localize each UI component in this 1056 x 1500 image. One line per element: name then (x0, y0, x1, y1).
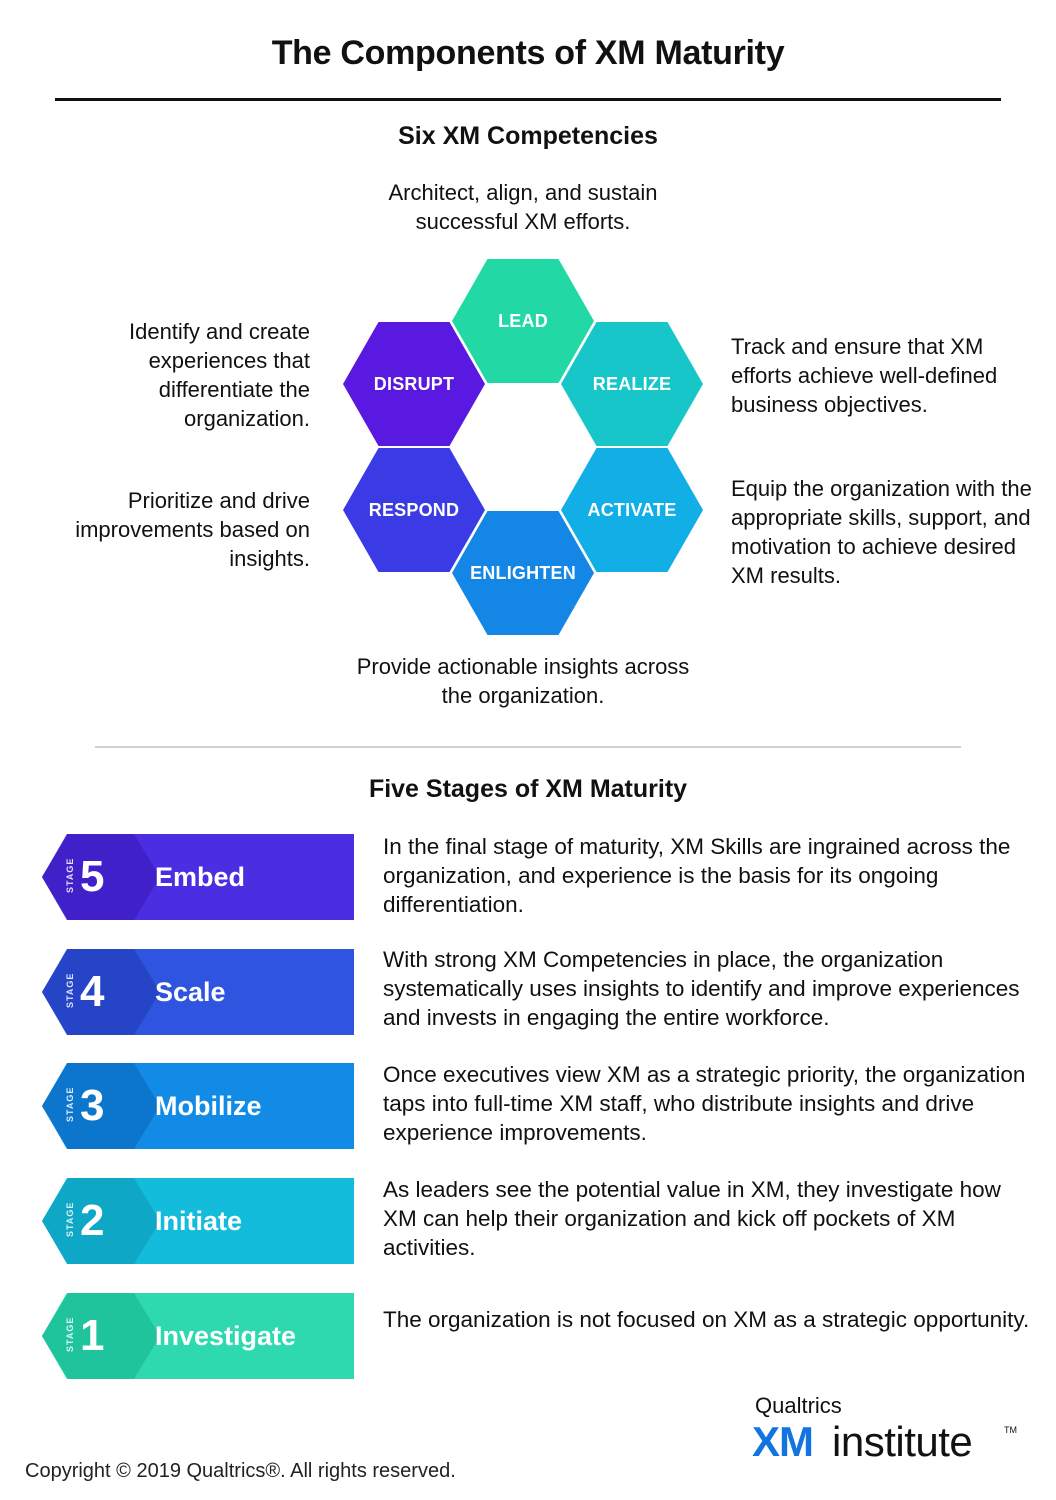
brand-xm: XM (752, 1418, 814, 1465)
stage-row-5: STAGE 5 Embed (42, 834, 354, 920)
stage-row-3: STAGE 3 Mobilize (42, 1063, 354, 1149)
stage-name: Investigate (155, 1321, 297, 1351)
disrupt-description: Identify and create experiences that dif… (128, 319, 310, 431)
lead-description: Architect, align, and sustain successful… (388, 180, 658, 234)
stage-number: 2 (80, 1196, 105, 1245)
hex-realize: REALIZE (561, 322, 703, 446)
hex-respond-label: RESPOND (368, 499, 460, 520)
stage-number: 3 (80, 1081, 105, 1130)
enlighten-description: Provide actionable insights across the o… (356, 654, 690, 708)
stage-name: Embed (155, 862, 246, 892)
stage-row-1: STAGE 1 Investigate (42, 1293, 354, 1379)
stage-name: Initiate (155, 1206, 243, 1236)
copyright: Copyright © 2019 Qualtrics®. All rights … (25, 1460, 456, 1482)
brand-qualtrics: Qualtrics (755, 1393, 842, 1418)
page-title: The Components of XM Maturity (271, 34, 785, 72)
activate-description: Equip the organization with the appropri… (731, 476, 1032, 588)
stage-row-2: STAGE 2 Initiate (42, 1178, 354, 1264)
section-divider (95, 746, 961, 748)
stage-number: 1 (80, 1311, 105, 1360)
stage-name: Mobilize (155, 1091, 262, 1121)
hex-lead-label: LEAD (498, 310, 548, 331)
stage-4-description: With strong XM Competencies in place, th… (383, 947, 1020, 1030)
respond-description: Prioritize and drive improvements based … (75, 488, 310, 571)
hex-disrupt-label: DISRUPT (373, 373, 455, 394)
stage-word: STAGE (65, 1201, 75, 1237)
stage-5-description: In the final stage of maturity, XM Skill… (383, 834, 1011, 917)
stage-word: STAGE (65, 1086, 75, 1122)
hex-realize-label: REALIZE (592, 373, 672, 394)
stage-number-badge (42, 1293, 160, 1379)
title-divider (55, 98, 1001, 101)
realize-description: Track and ensure that XM efforts achieve… (731, 334, 998, 417)
stage-number-badge (42, 834, 160, 920)
stages-heading: Five Stages of XM Maturity (368, 775, 688, 803)
brand-trademark: TM (1004, 1425, 1017, 1435)
stage-row-4: STAGE 4 Scale (42, 949, 354, 1035)
hex-activate: ACTIVATE (561, 448, 703, 572)
stage-number-badge (42, 1063, 160, 1149)
hex-enlighten-label: ENLIGHTEN (470, 562, 576, 583)
hex-enlighten: ENLIGHTEN (452, 511, 594, 635)
stage-word: STAGE (65, 972, 75, 1008)
stage-1-description: The organization is not focused on XM as… (383, 1307, 1030, 1332)
competencies-heading: Six XM Competencies (398, 122, 658, 150)
stage-word: STAGE (65, 1316, 75, 1352)
stage-number-badge (42, 949, 160, 1035)
stage-number: 5 (80, 852, 105, 901)
hex-activate-label: ACTIVATE (587, 499, 677, 520)
stage-number: 4 (80, 967, 105, 1016)
stage-2-description: As leaders see the potential value in XM… (383, 1177, 1001, 1260)
stage-word: STAGE (65, 857, 75, 893)
stage-number-badge (42, 1178, 160, 1264)
stage-name: Scale (155, 977, 226, 1007)
stage-3-description: Once executives view XM as a strategic p… (383, 1062, 1026, 1145)
brand-institute: institute (832, 1418, 973, 1465)
